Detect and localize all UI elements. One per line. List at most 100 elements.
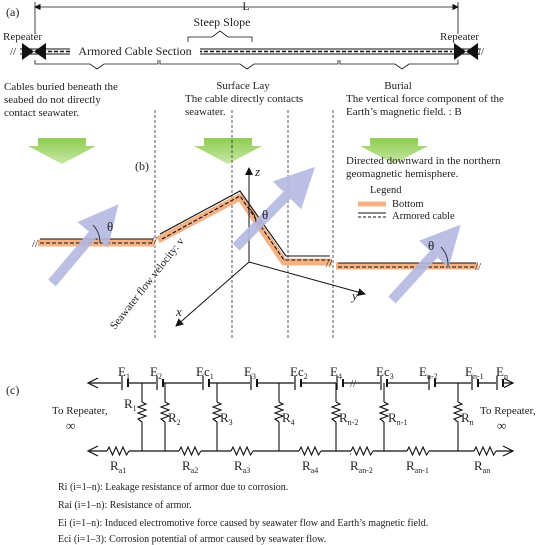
leakage-label-7: Rn [461,410,474,427]
length-label: L [242,0,249,13]
emf-label-7: Ec3 [376,364,394,381]
emf-label-4: E3 [244,364,256,381]
leakage-label-5: Rn-2 [339,410,358,427]
burial-brace [339,60,459,70]
infinity-right: ∞ [497,418,506,433]
armor-resistor-2 [178,445,202,457]
leakage-label-1: R1 [124,396,137,413]
buried-brace [34,60,159,70]
surface-lay-brace [159,60,339,70]
legend-cable-label: Armored cable [392,211,455,222]
armor-label-6: Ran-1 [406,458,429,475]
emf-source-9 [471,376,479,390]
surface-lay-label: Surface Lay [216,80,270,92]
note-eci: Eci (i=1–3): Corrosion potential of armo… [58,534,326,545]
repeater-left-icon [22,43,46,60]
downward-note: Directed downward in the northern geomag… [346,155,503,180]
legend-bottom-label: Bottom [392,199,424,210]
armor-resistor-1 [106,445,130,457]
axis-x-label: x [175,304,182,319]
steep-slope-brace [187,30,253,42]
to-repeater-right: To Repeater, [480,405,536,417]
leakage-resistor-6 [378,383,390,451]
leakage-resistor-7 [452,383,464,451]
infinity-left: ∞ [66,418,75,433]
guide-lines [154,110,334,338]
armored-label-bg [70,45,200,57]
magnetic-field-note: The vertical force component of the Eart… [346,93,507,118]
emf-source-3 [202,376,210,390]
emf-source-10 [496,376,504,390]
armor-label-4: Ra4 [302,458,318,475]
armor-label-3: Ra3 [234,458,250,475]
armor-label-5: Ran-2 [350,458,373,475]
armor-label-2: Ra2 [182,458,198,475]
leakage-resistor-1 [136,383,148,451]
emf-source-4 [250,376,258,390]
flow-arrow-1-icon [48,204,119,287]
theta-1: θ [107,219,113,234]
x-axis [175,261,250,327]
cable-break-right: // [478,46,485,58]
surface-lay-note: The cable directly contacts seawater. [185,93,306,118]
emf-label-5: Ec2 [290,364,308,381]
emf-label-2: E2 [150,364,162,381]
theta-2: θ [262,207,268,222]
emf-label-6: E4 [330,364,342,381]
theta-arc-2 [248,207,257,223]
leakage-resistor-2 [159,383,171,451]
top-rail-left-arrow [86,377,99,389]
y-axis [248,261,366,296]
buried-note: Cables buried beneath the seabed do not … [4,81,121,119]
axis-y-label: y [350,288,358,303]
flow-arrow-2-icon [232,166,316,251]
leakage-label-4: R4 [282,410,295,427]
panel-a: (a) L Steep Slope // // Armored Cable Se… [3,0,507,164]
axis-z-label: z [254,164,260,179]
repeater-right-icon [454,43,478,60]
note-ei: Ei (i=1–n): Induced electromotive force … [58,518,428,529]
legend-notes: Ri (i=1–n): Leakage resistance of armor … [58,482,428,545]
panel-b-label: (b) [135,159,149,173]
to-repeater-left: To Repeater, [52,405,108,417]
emf-source-8 [428,376,436,390]
bottom-rail-right-arrow [502,445,515,457]
emf-source-5 [294,376,302,390]
emf-label-10: En [496,364,508,381]
break-mark-4: // [475,261,482,273]
break-mark-1: // [32,238,39,250]
emf-label-3: Ec1 [196,364,214,381]
break-mark-3: // [326,258,333,270]
leakage-label-2: R2 [168,410,181,427]
repeater-right-label: Repeater [440,31,479,43]
steep-slope-label: Steep Slope [194,15,251,29]
armor-resistor-5 [350,445,374,457]
emf-label-1: E1 [118,364,130,381]
emf-label-8: En-2 [419,364,438,381]
leakage-resistor-3 [211,383,223,451]
bottom-rail-left-arrow [86,445,99,457]
armor-resistor-6 [406,445,430,457]
leakage-label-6: Rn-1 [388,410,407,427]
repeater-left-label: Repeater [3,31,42,43]
leakage-resistor-5 [330,383,342,451]
down-arrow-2-icon [194,138,262,164]
emf-source-6 [336,376,344,390]
armor-resistor-7 [473,445,497,457]
panel-c: (c) //// E1E2Ec1E3Ec2E4Ec3En-2En-1EnR1R2… [6,364,536,475]
panel-c-label: (c) [6,383,19,397]
note-ri: Ri (i=1–n): Leakage resistance of armor … [58,482,288,493]
cable-break-left: // [10,46,17,58]
down-arrow-3-icon [360,138,428,164]
armor-resistor-3 [230,445,254,457]
legend-cable-swatch [358,212,386,218]
panel-a-label: (a) [6,5,19,19]
emf-source-2 [156,376,164,390]
emf-source-1 [121,376,129,390]
burial-label: Burial [384,80,412,92]
leakage-label-3: R3 [220,410,233,427]
leakage-resistor-4 [273,383,285,451]
